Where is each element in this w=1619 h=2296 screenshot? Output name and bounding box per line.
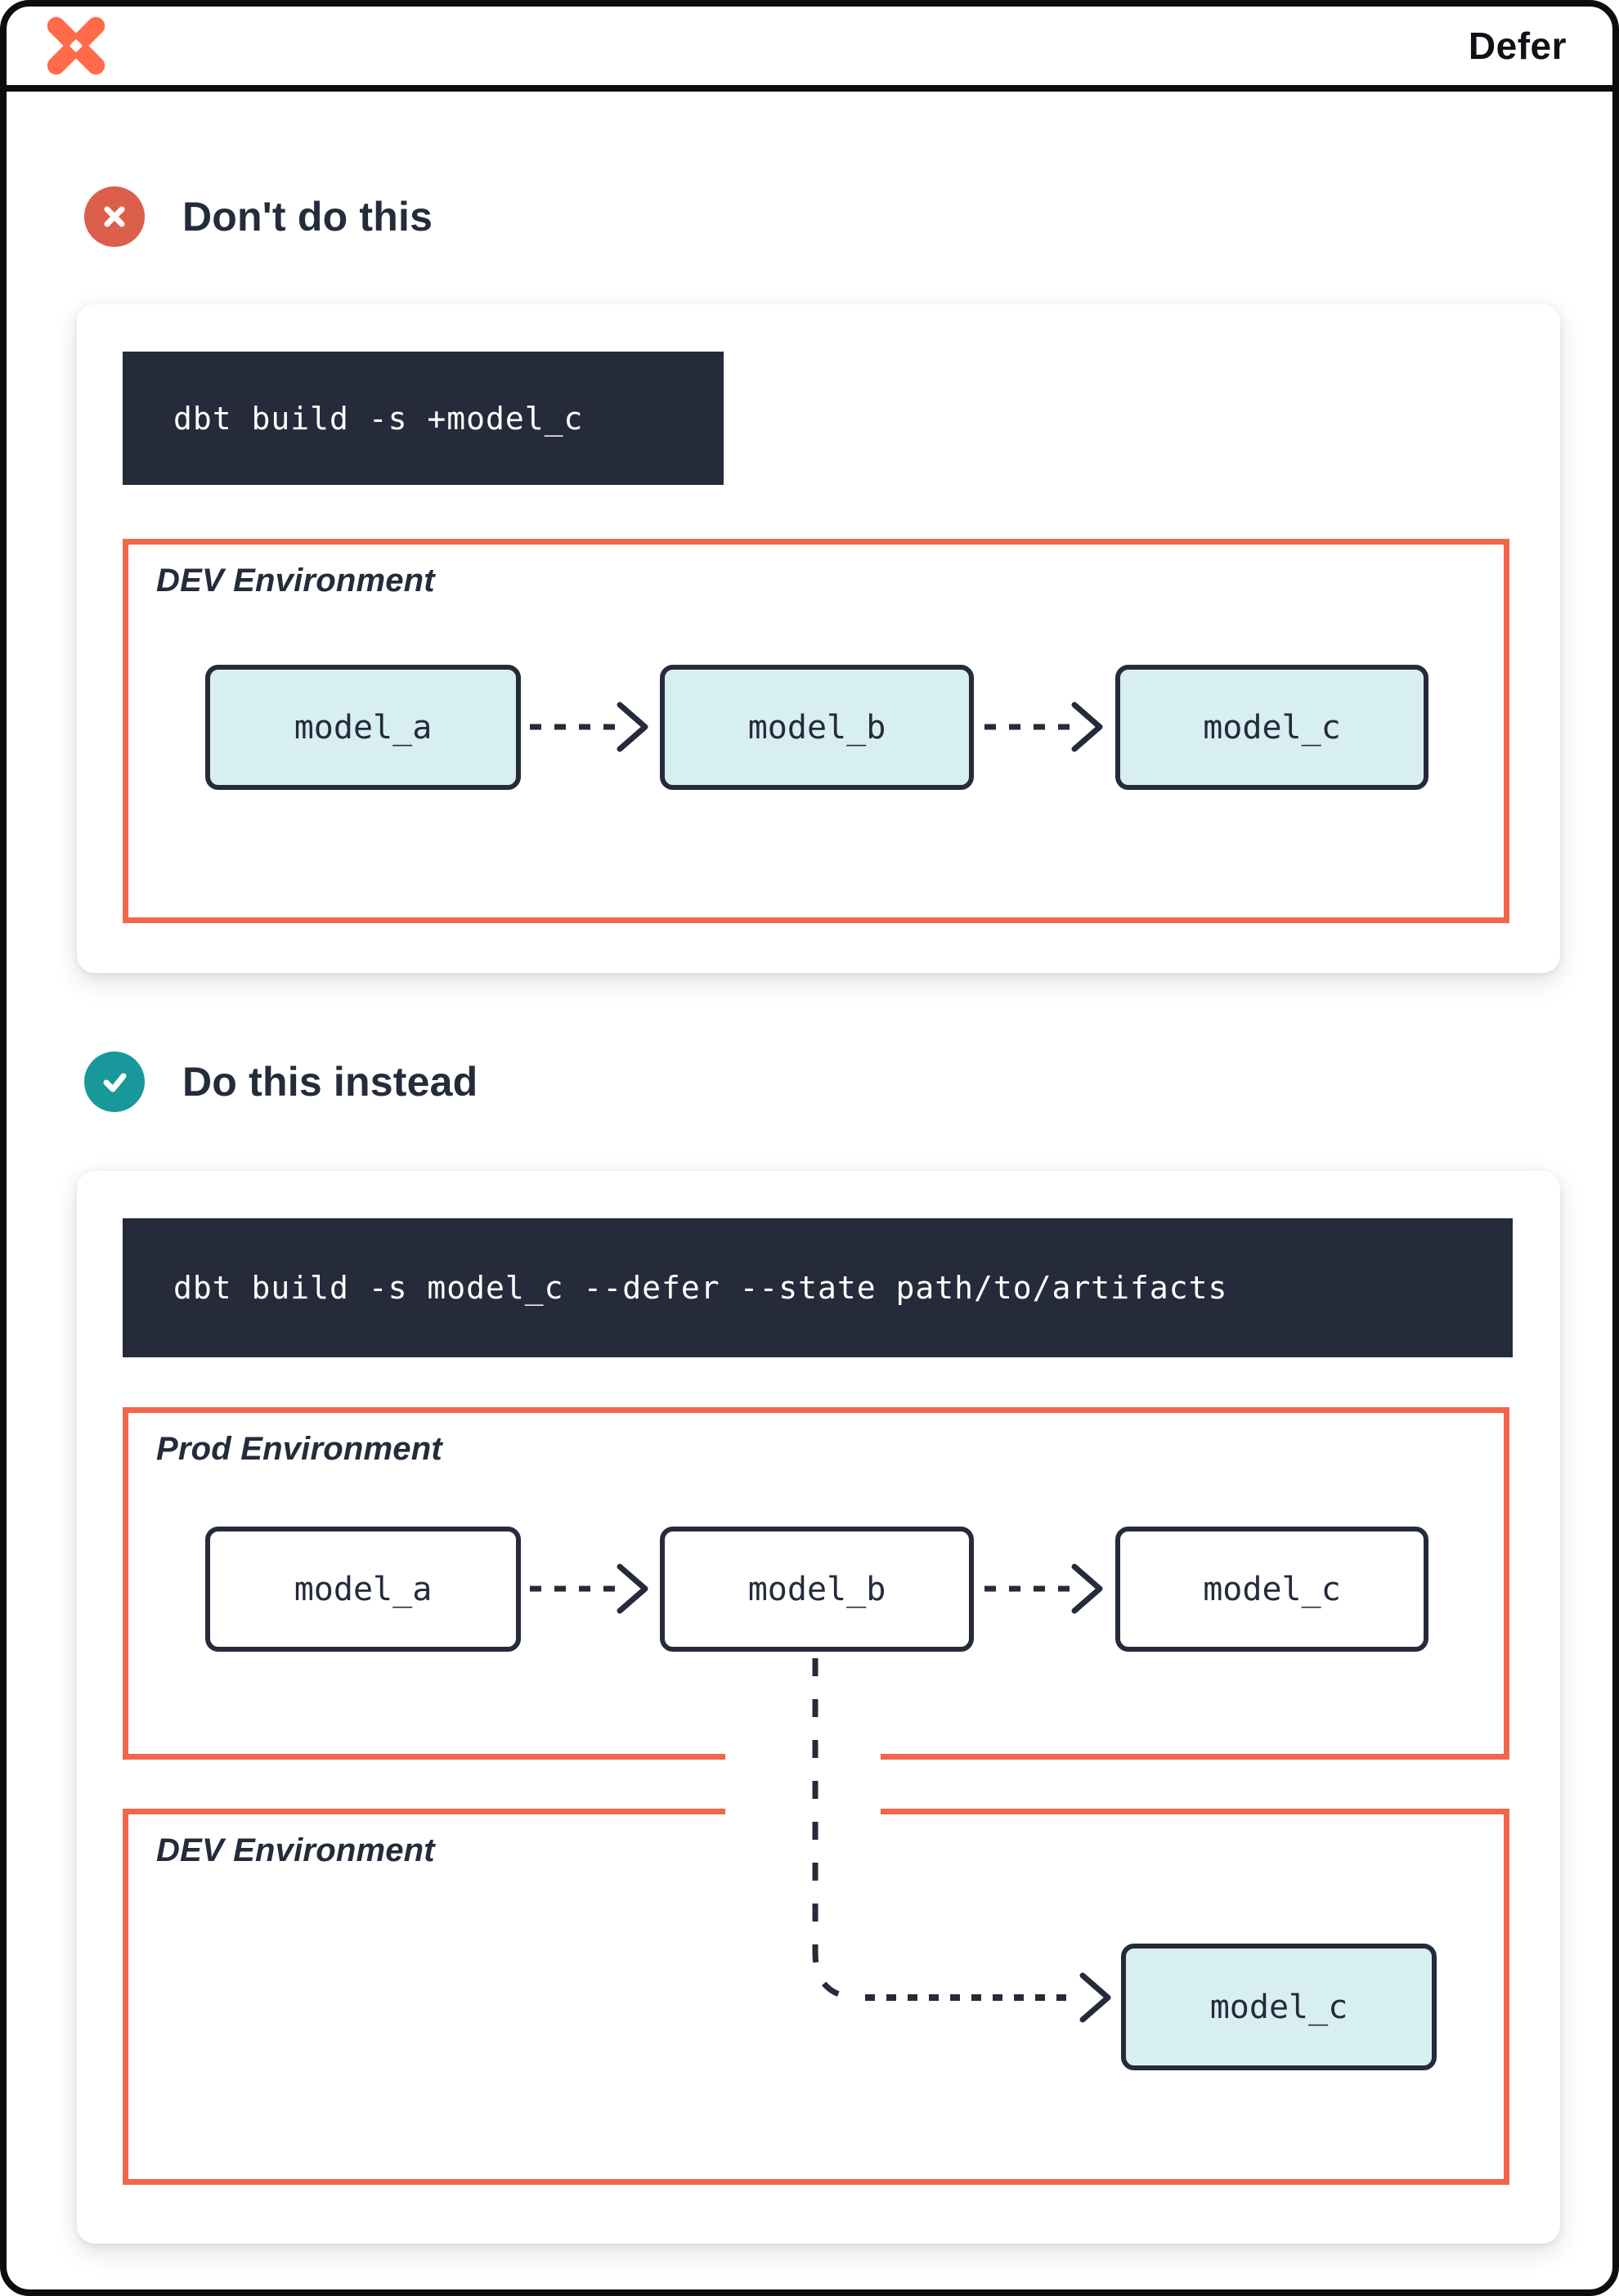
section-do-header: Do this instead	[84, 1052, 478, 1112]
prod-environment-label: Prod Environment	[156, 1431, 442, 1467]
node-prod-model-c: model_c	[1115, 1527, 1428, 1652]
dev-border-gap	[725, 1807, 881, 1817]
node-prod-model-a: model_a	[205, 1527, 521, 1652]
node-model-a: model_a	[205, 665, 521, 790]
dev-environment-label: DEV Environment	[156, 1832, 435, 1868]
section-do-title: Do this instead	[182, 1059, 478, 1105]
dont-card: dbt build -s +model_c DEV Environment mo…	[77, 304, 1560, 973]
node-model-b: model_b	[660, 665, 974, 790]
x-circle-icon	[84, 186, 145, 247]
page-title: Defer	[1468, 25, 1567, 67]
prod-environment-box: Prod Environment model_a model_b model_c	[123, 1407, 1509, 1760]
dont-command-code: dbt build -s +model_c	[123, 352, 724, 485]
dev-environment-box: DEV Environment model_c	[123, 1809, 1509, 2185]
dont-dev-environment-box: DEV Environment model_a model_b model_c	[123, 539, 1509, 923]
prod-border-gap	[725, 1752, 881, 1762]
do-card: dbt build -s model_c --defer --state pat…	[77, 1171, 1560, 2244]
node-model-c: model_c	[1115, 665, 1428, 790]
check-circle-icon	[84, 1052, 145, 1112]
dbt-logo-icon	[47, 16, 105, 75]
node-dev-model-c: model_c	[1121, 1944, 1437, 2070]
title-bar: Defer	[7, 7, 1612, 92]
section-dont-title: Don't do this	[182, 194, 433, 240]
node-prod-model-b: model_b	[660, 1527, 974, 1652]
dont-dev-environment-label: DEV Environment	[156, 563, 435, 599]
section-dont-header: Don't do this	[84, 186, 433, 247]
do-command-code: dbt build -s model_c --defer --state pat…	[123, 1218, 1513, 1357]
